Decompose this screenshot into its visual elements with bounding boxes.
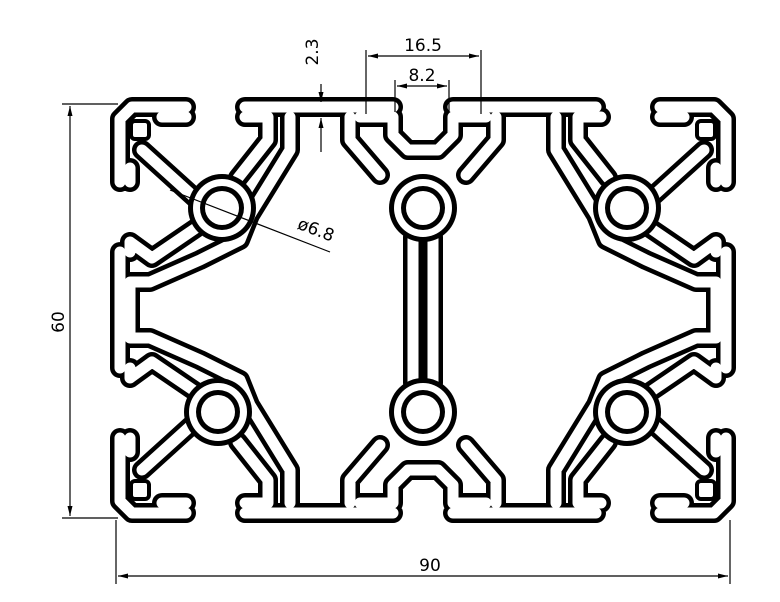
dimension-wall-thickness: 2.3 [303,38,324,152]
corner-pocket-2 [695,119,717,141]
bore-2 [389,174,457,242]
bore-6 [593,378,661,446]
corner-pocket-4 [695,479,717,501]
profile-fill [114,101,732,519]
bore-4 [184,378,252,446]
slot-opening-label: 16.5 [404,36,442,56]
width-label: 90 [419,556,441,576]
bore-1 [188,174,256,242]
dimension-height: 60 [49,103,118,519]
profile-bores [184,174,661,446]
dimension-slot-opening: 16.5 [365,36,482,114]
dimension-slot-neck: 8.2 [394,66,450,112]
dimension-width: 90 [115,520,731,584]
bore-5 [389,378,457,446]
dimension-annotations: 90 60 16.5 8.2 2.3 [49,36,731,584]
hole-diameter-label: ø6.8 [295,214,337,246]
slot-neck-label: 8.2 [408,66,435,86]
profile-material [114,101,732,519]
bore-3 [593,174,661,242]
wall-thickness-label: 2.3 [303,38,323,65]
profile-shape [110,97,736,523]
corner-pockets [129,119,717,501]
height-label: 60 [49,311,69,333]
profile-outline [110,97,736,523]
corner-pocket-1 [129,119,151,141]
profile-edge [110,97,736,523]
corner-pocket-3 [129,479,151,501]
